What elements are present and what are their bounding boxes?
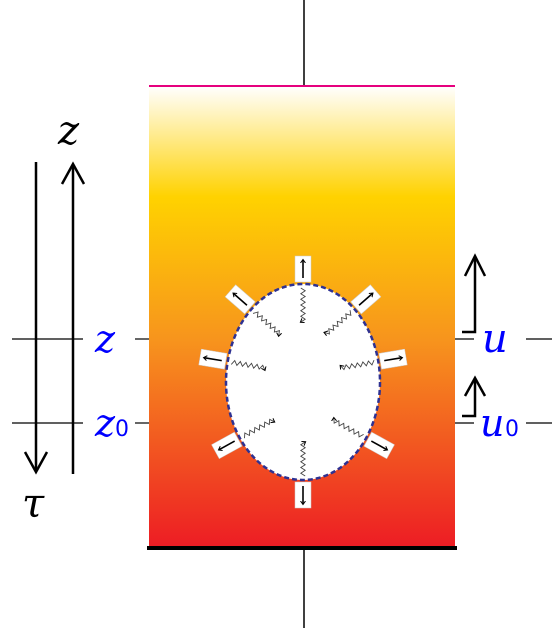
label-u0: u [480, 401, 504, 445]
outward-force-marker [224, 284, 256, 315]
outward-force-marker [350, 284, 382, 315]
label-z0-level: z [94, 401, 116, 445]
inward-radiation-arrow [340, 359, 375, 371]
z-arrowhead [60, 161, 86, 185]
inward-radiation-arrow [301, 287, 307, 322]
outward-force-marker [211, 431, 243, 460]
outward-force-marker [198, 348, 228, 370]
outward-force-marker [294, 481, 312, 509]
label-z-top: z [57, 108, 80, 154]
inward-radiation-arrow [324, 310, 352, 336]
tau-arrowhead [23, 451, 49, 475]
inward-radiation-arrow [299, 442, 305, 477]
u-arrow [462, 256, 477, 334]
u0-arrow [462, 378, 477, 418]
u0-arrowhead [463, 375, 487, 397]
inward-radiation-arrow [244, 418, 274, 439]
outward-force-marker [363, 431, 395, 460]
u-arrowhead [463, 253, 487, 277]
label-z-level: z [94, 317, 116, 361]
label-u: u [482, 316, 508, 362]
bubble [224, 282, 382, 482]
label-z0-subscript: 0 [115, 417, 129, 442]
label-u0-subscript: 0 [505, 417, 519, 442]
inward-radiation-arrow [252, 311, 282, 336]
label-tau: τ [22, 481, 45, 527]
inward-radiation-arrow [332, 418, 364, 438]
outward-force-marker [294, 255, 312, 283]
inward-radiation-arrow [230, 359, 265, 370]
outward-force-marker [378, 348, 408, 370]
bubble-surface-markers [198, 255, 408, 509]
